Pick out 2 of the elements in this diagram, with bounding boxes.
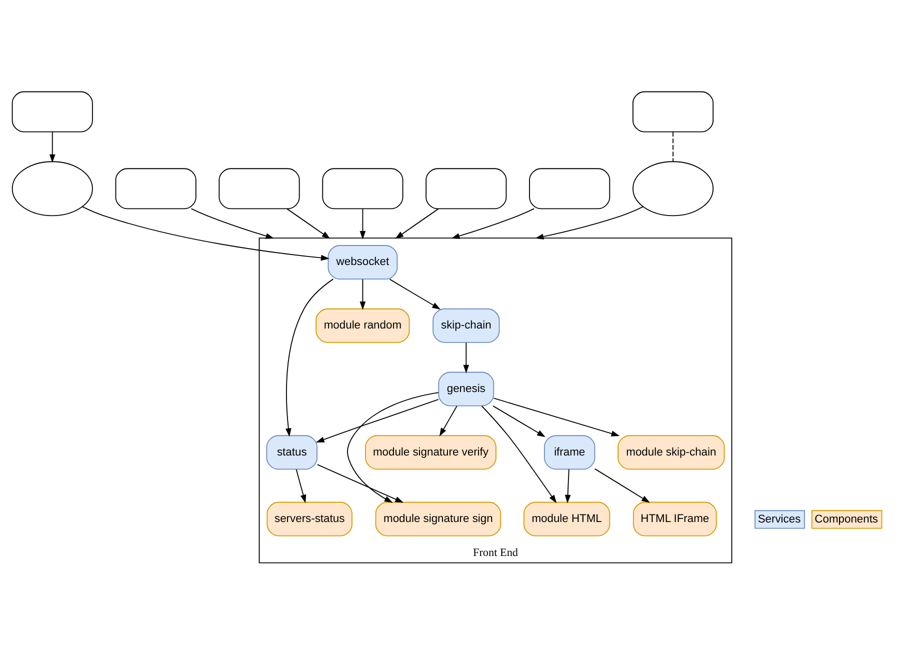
legend-label: Services bbox=[758, 512, 801, 525]
legend-label: Components bbox=[814, 512, 878, 525]
